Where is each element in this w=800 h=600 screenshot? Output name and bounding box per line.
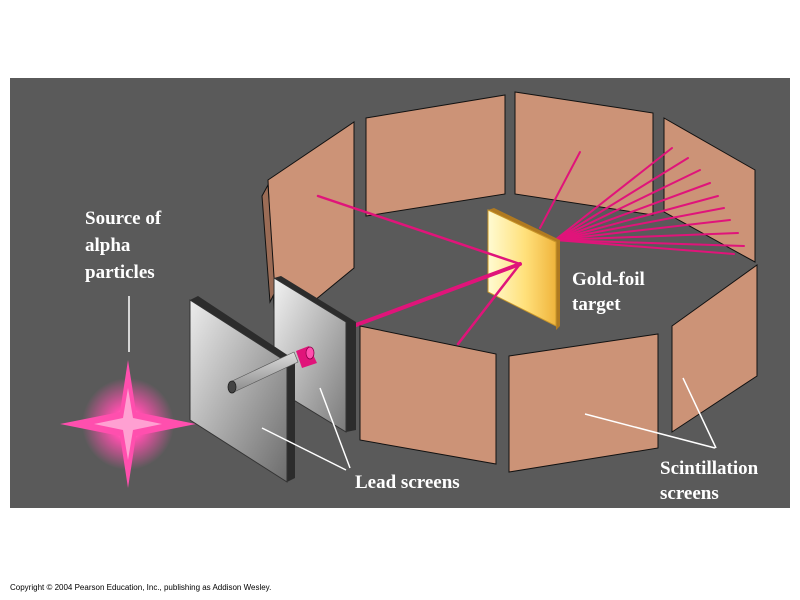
pointer-lines [261,377,717,471]
collimator-tube-pink [296,346,317,368]
source-label-line: particles [85,262,155,283]
deflected-ray-lower [456,262,522,346]
gold-foil-label: Gold-foil target [572,269,650,315]
scintillation-screen [508,333,659,473]
scint-pointer-1 [584,413,716,449]
gold-foil-target [487,208,560,330]
copyright-text: Copyright © 2004 Pearson Education, Inc.… [10,583,272,592]
alpha-ray [554,182,711,241]
gold-foil-face [487,209,557,327]
alpha-ray [554,207,725,241]
alpha-ray [554,169,701,241]
alpha-ray [539,151,581,229]
alpha-source-star [60,360,196,488]
lead-screens-label: Lead screens [355,472,460,493]
scintillation-screens-back [261,91,756,335]
source-label-line: alpha [85,235,131,256]
scint-pointer-2 [682,377,717,449]
source-star-core [94,388,162,460]
alpha-ray [554,147,673,241]
scintillation-screens-front [359,264,758,473]
collimator-tube-end [305,346,315,360]
lead-pointer-1 [261,427,347,471]
scattered-rays [316,194,522,346]
source-label-line: Source of [85,208,162,229]
scintillation-screen [514,91,654,216]
collimator-tube-opening [227,380,237,394]
scintillation-screen [365,94,506,217]
scintillation-screen [671,264,758,433]
incident-beam [354,262,522,327]
back-scatter-ray [316,194,522,266]
lead-pointer-2 [319,387,351,469]
lead-screen-front [189,299,288,483]
alpha-ray [554,157,689,241]
alpha-ray [554,219,731,241]
scintillation-label: Scintillation screens [660,458,763,504]
gold-foil-label-line: Gold-foil [572,269,645,290]
scintillation-screen [663,117,756,263]
alpha-ray [554,195,719,241]
lead-screens [189,276,356,483]
alpha-ray [554,239,735,255]
deflected-rays [539,147,745,255]
alpha-ray [554,239,745,247]
alpha-ray [554,232,739,241]
scintillation-label-line: screens [660,483,719,504]
source-label: Source of alpha particles [85,208,166,283]
scintillation-screen [359,325,497,465]
gold-foil-label-line: target [572,294,621,315]
scintillation-label-line: Scintillation [660,458,759,479]
